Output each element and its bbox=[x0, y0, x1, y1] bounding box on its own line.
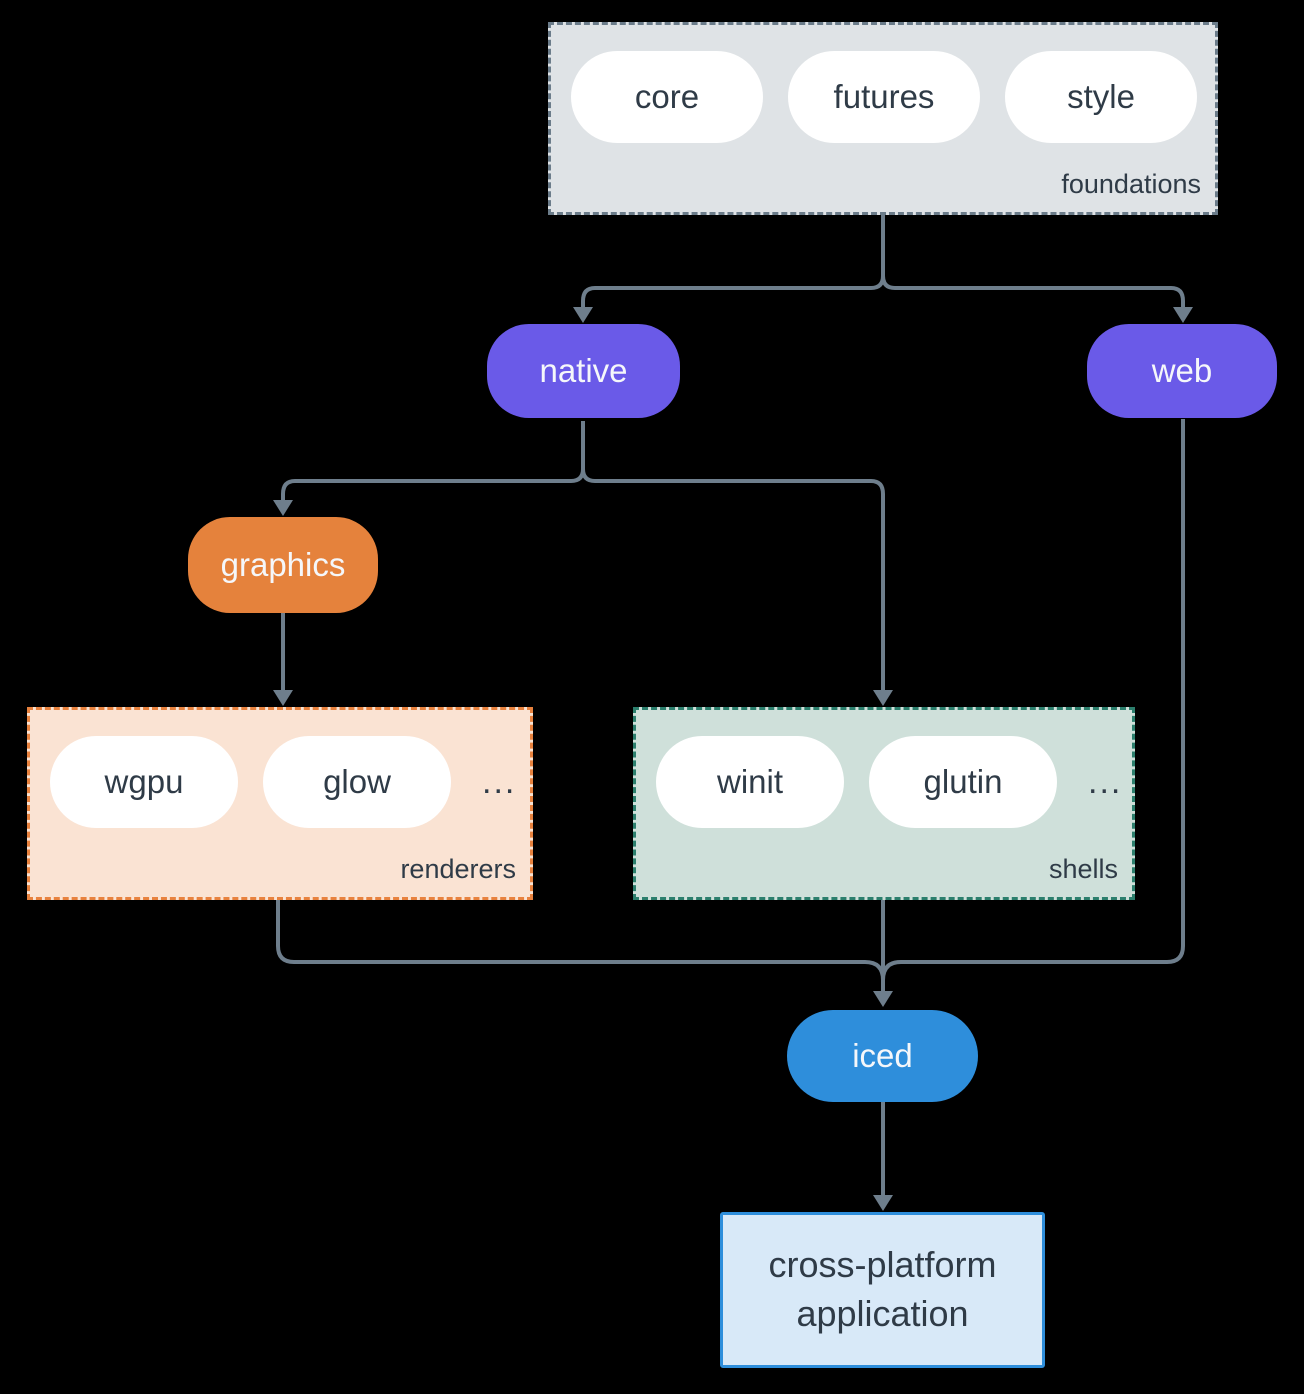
edge-native-shells bbox=[581, 468, 885, 696]
edge-foundations-native bbox=[581, 215, 885, 312]
group-shells: winit glutin ... shells bbox=[633, 707, 1135, 900]
arrowhead-application bbox=[873, 1195, 893, 1211]
arrowhead-iced bbox=[873, 991, 893, 1007]
node-futures: futures bbox=[788, 51, 980, 143]
node-cross-platform-application: cross-platform application bbox=[720, 1212, 1045, 1368]
renderers-ellipsis: ... bbox=[482, 762, 517, 801]
node-glow: glow bbox=[263, 736, 451, 828]
node-web: web bbox=[1087, 324, 1277, 418]
arrowhead-shells bbox=[873, 690, 893, 706]
renderers-pill-row: wgpu glow ... bbox=[30, 710, 530, 828]
node-core: core bbox=[571, 51, 763, 143]
node-native: native bbox=[487, 324, 680, 418]
group-label-renderers: renderers bbox=[400, 854, 516, 884]
node-wgpu: wgpu bbox=[50, 736, 238, 828]
arrowhead-graphics bbox=[273, 500, 293, 516]
node-graphics: graphics bbox=[188, 517, 378, 613]
arrowhead-renderers bbox=[273, 690, 293, 706]
node-iced: iced bbox=[787, 1010, 978, 1102]
edge-web-iced bbox=[881, 419, 1185, 981]
foundations-pill-row: core futures style bbox=[551, 25, 1215, 143]
arrowhead-native bbox=[573, 307, 593, 323]
group-foundations: core futures style foundations bbox=[548, 22, 1218, 215]
node-winit: winit bbox=[656, 736, 844, 828]
shells-ellipsis: ... bbox=[1088, 762, 1123, 801]
group-label-foundations: foundations bbox=[1061, 169, 1201, 199]
arrowhead-web bbox=[1173, 307, 1193, 323]
group-renderers: wgpu glow ... renderers bbox=[27, 707, 533, 900]
shells-pill-row: winit glutin ... bbox=[636, 710, 1132, 828]
node-style: style bbox=[1005, 51, 1197, 143]
edge-renderers-iced bbox=[276, 900, 885, 996]
edge-native-graphics bbox=[281, 421, 585, 505]
edge-foundations-web bbox=[881, 275, 1185, 312]
node-glutin: glutin bbox=[869, 736, 1057, 828]
group-label-shells: shells bbox=[1048, 854, 1118, 884]
